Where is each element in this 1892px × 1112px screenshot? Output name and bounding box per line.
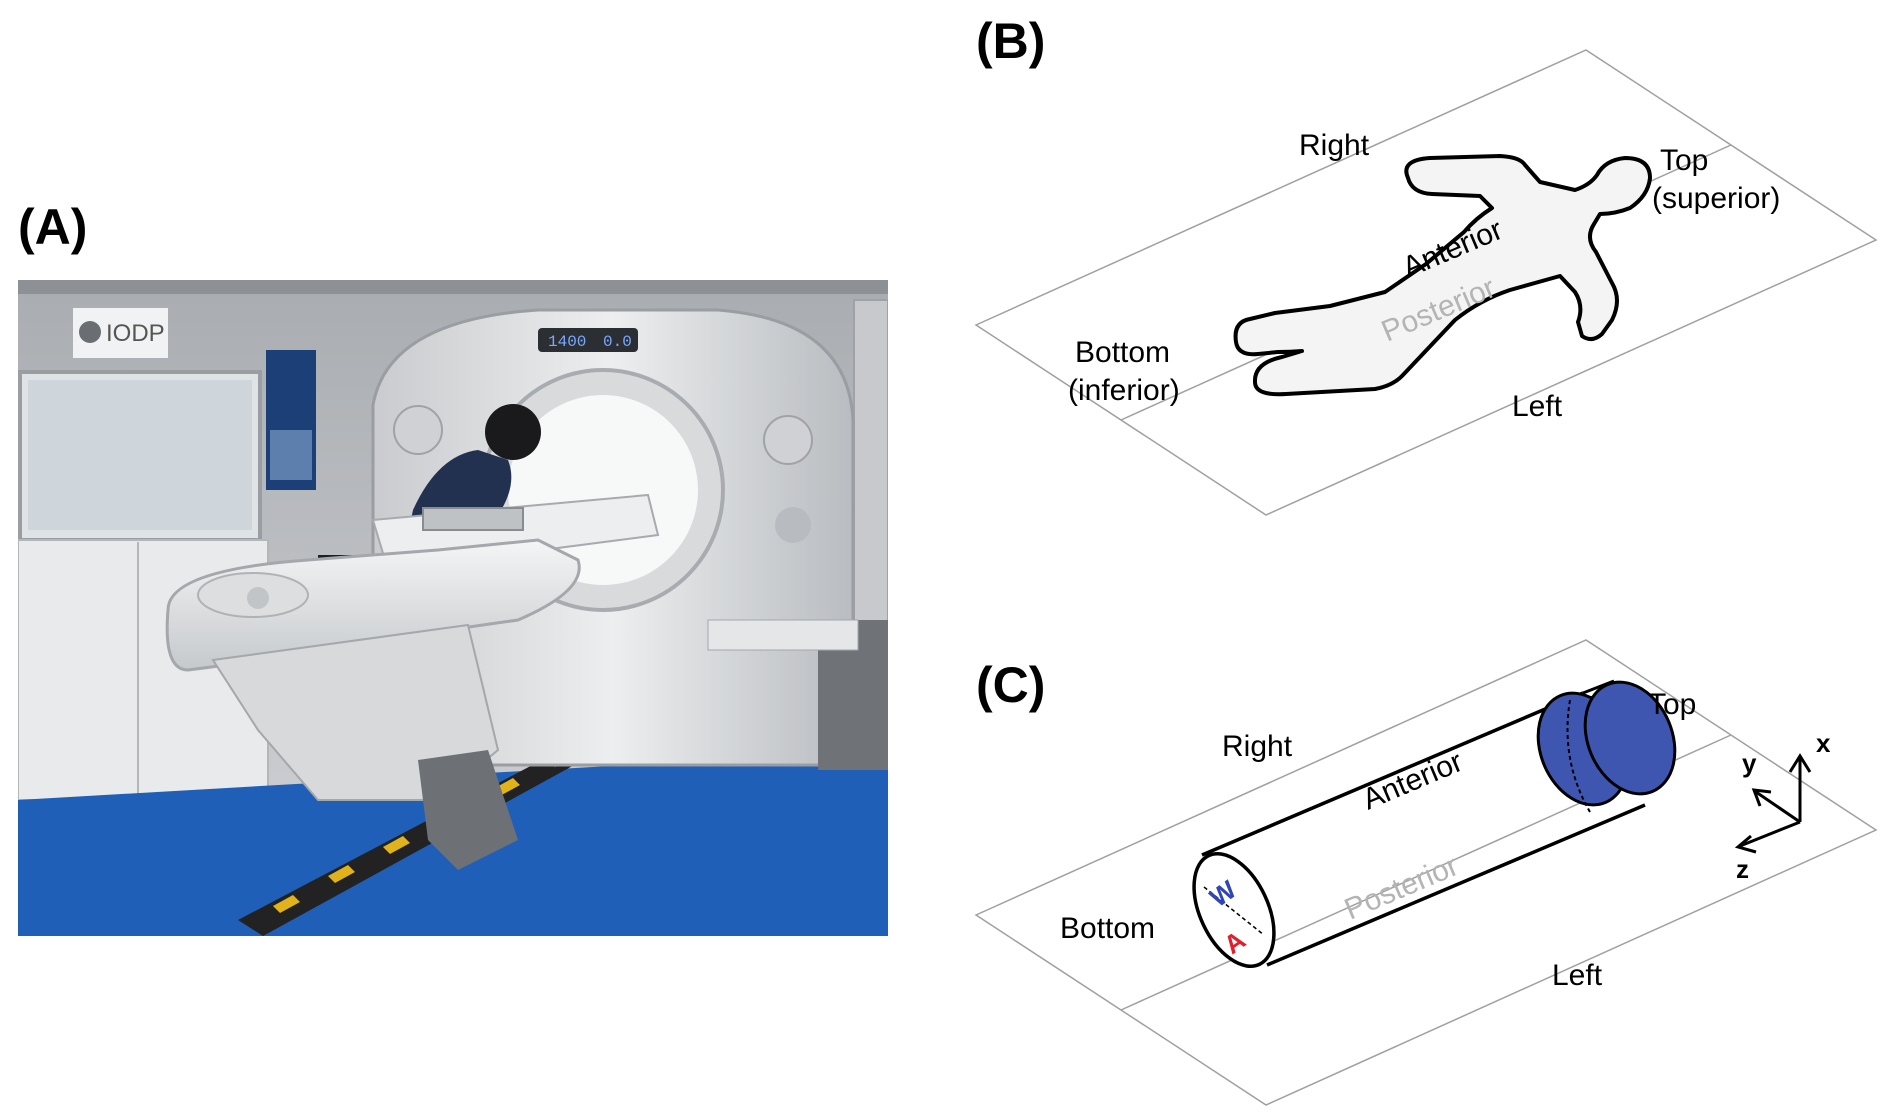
panel-b-top-sub-label: (superior)	[1652, 182, 1780, 215]
core-holder	[422, 507, 524, 531]
iodp-logo	[79, 321, 101, 343]
panel-b-bottom-label: Bottom	[1075, 336, 1170, 369]
human-silhouette	[1233, 154, 1652, 397]
core-top-edge	[1201, 691, 1584, 857]
gantry-button-pad-left	[393, 405, 443, 455]
ge-logo-gantry	[775, 507, 811, 543]
axis-x-label: x	[1816, 728, 1831, 758]
axis-y-label: y	[1742, 748, 1757, 778]
display-right-value: 0.0	[603, 333, 632, 351]
y-axis-line	[1755, 790, 1801, 824]
axis-triad	[1734, 753, 1812, 854]
core-split-line	[1203, 886, 1265, 936]
panel-b-right-label: Right	[1299, 129, 1370, 162]
panel-c-plane	[974, 639, 1878, 1106]
panel-c-diagram: W A Top Right Anterior Posterior Bottom …	[974, 639, 1878, 1106]
couch-foot	[418, 750, 518, 870]
panel-c-bottom-label: Bottom	[1060, 912, 1155, 945]
panel-c-right-label: Right	[1222, 730, 1293, 763]
core-cap-seam	[1566, 699, 1591, 813]
panel-c-label: (C)	[976, 657, 1046, 713]
window-glass	[28, 380, 252, 530]
panel-c-left-label: Left	[1552, 959, 1603, 992]
panel-b-top-label: Top	[1660, 144, 1708, 177]
panel-a-label: (A)	[18, 199, 88, 255]
patient-couch	[165, 538, 581, 672]
panel-b-bottom-sub-label: (inferior)	[1068, 374, 1180, 407]
core-bottom-edge	[1266, 803, 1646, 967]
panel-b-label: (B)	[976, 13, 1046, 69]
panel-b-diagram: Right Top (superior) Anterior Posterior …	[974, 49, 1878, 516]
panel-c-anterior-label: Anterior	[1358, 745, 1468, 816]
core-bottom-cap	[1192, 852, 1276, 968]
iodp-sign-text: IODP	[106, 320, 165, 347]
gantry-display	[538, 328, 638, 352]
axis-z-label: z	[1736, 854, 1749, 884]
gantry-label-strip	[707, 619, 859, 651]
ceiling	[18, 280, 888, 294]
ge-logo-couch	[247, 587, 269, 609]
panel-b-left-label: Left	[1512, 390, 1563, 423]
panel-b-plane	[974, 49, 1878, 516]
ct-scanner-photo: IODP 1400 0.0	[18, 280, 888, 936]
gantry-button-pad-right	[763, 415, 813, 465]
z-axis-line	[1739, 820, 1801, 848]
panel-c-posterior-label: Posterior	[1340, 849, 1463, 926]
panel-c-top-label: Top	[1648, 688, 1696, 721]
display-left-value: 1400	[548, 333, 586, 351]
operator-head	[485, 404, 541, 460]
